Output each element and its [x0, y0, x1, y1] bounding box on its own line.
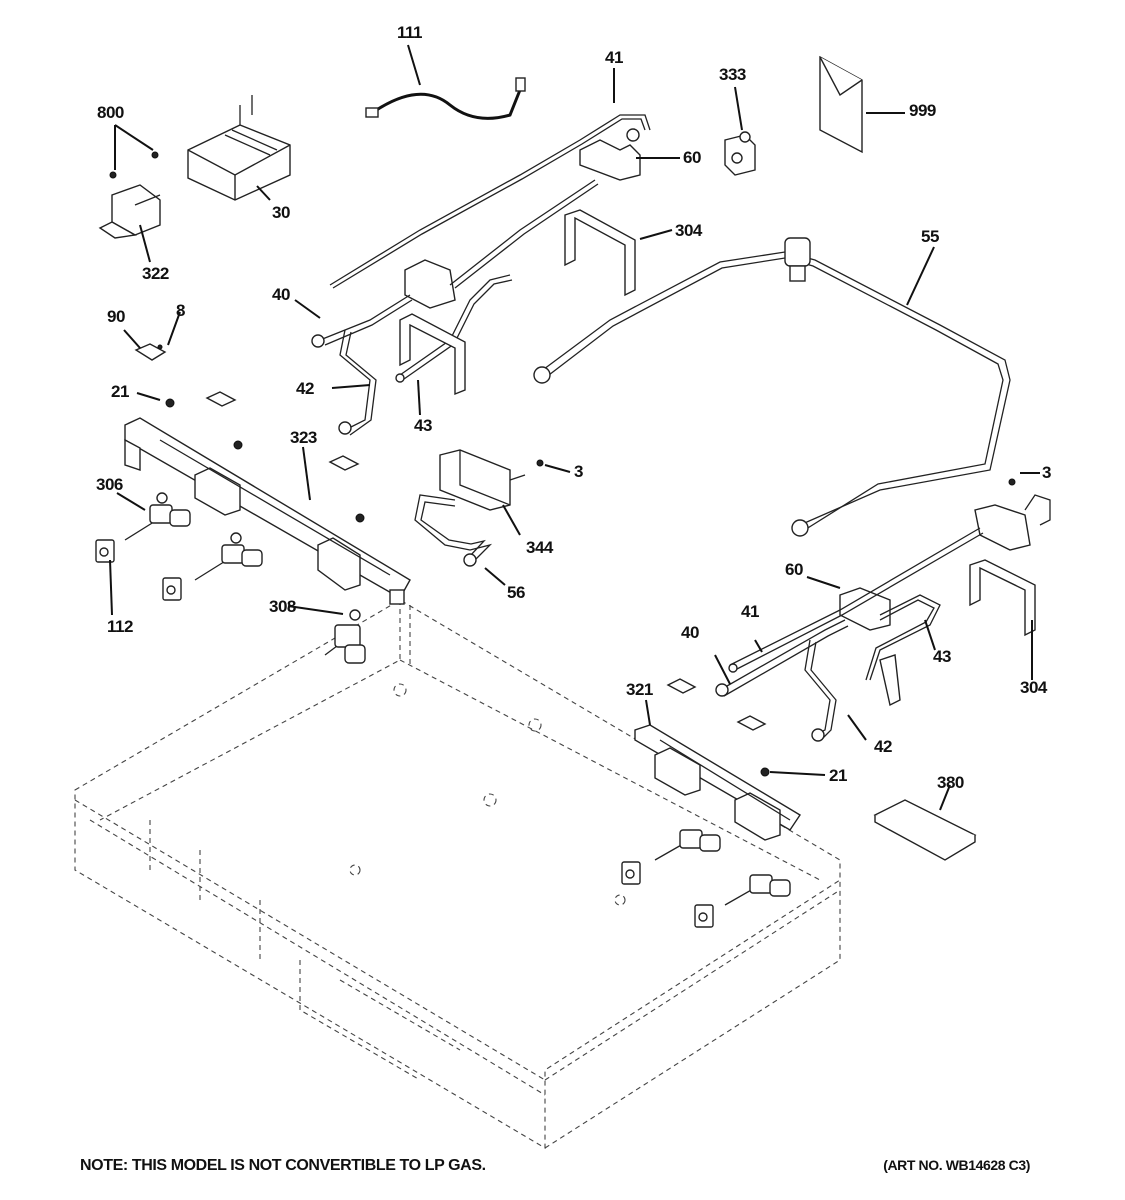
label-304-upper[interactable]: 304	[675, 221, 703, 240]
literature-envelope-999[interactable]	[819, 55, 863, 154]
art-number: (ART NO. WB14628 C3)	[883, 1157, 1030, 1173]
burner-manifold-323[interactable]	[124, 417, 411, 605]
leader-lines	[109, 44, 1040, 811]
label-21-right[interactable]: 21	[829, 766, 847, 785]
bracket-304-upper[interactable]	[564, 209, 636, 297]
bracket-right-mid[interactable]	[879, 654, 901, 707]
clip-left-3[interactable]	[328, 455, 360, 471]
label-43-right[interactable]: 43	[933, 647, 951, 666]
label-321[interactable]: 321	[626, 680, 653, 699]
burner-valve-right-1[interactable]	[654, 829, 721, 861]
label-42-upper[interactable]: 42	[296, 379, 314, 398]
label-306[interactable]: 306	[96, 475, 123, 494]
label-41-upper[interactable]: 41	[605, 48, 623, 67]
burner-valve-left-2[interactable]	[194, 532, 263, 581]
label-323[interactable]: 323	[290, 428, 317, 447]
chassis-outline	[74, 599, 841, 1149]
valve-assembly-right[interactable]	[715, 494, 1051, 742]
valve-assembly-upper[interactable]	[311, 114, 651, 436]
label-42-right[interactable]: 42	[874, 737, 892, 756]
label-21-left[interactable]: 21	[111, 382, 129, 401]
part-labels: 111 41 333 999 800 30 60 322 304 55 40 9…	[96, 23, 1052, 792]
screw-21[interactable]	[165, 398, 365, 523]
label-111[interactable]: 111	[397, 23, 423, 42]
label-60-right[interactable]: 60	[785, 560, 803, 579]
clips-right[interactable]	[536, 459, 1016, 777]
burner-manifold-321[interactable]	[634, 724, 801, 841]
manifold-tube-55[interactable]	[533, 237, 1011, 537]
label-380[interactable]: 380	[937, 773, 964, 792]
label-90[interactable]: 90	[107, 307, 125, 326]
label-308[interactable]: 308	[269, 597, 296, 616]
label-30[interactable]: 30	[272, 203, 290, 222]
label-3-right[interactable]: 3	[1042, 463, 1052, 482]
knob-bracket-112[interactable]	[95, 539, 115, 563]
label-344[interactable]: 344	[526, 538, 554, 557]
knob-bracket-right-2[interactable]	[694, 904, 714, 928]
clip-left-2[interactable]	[205, 391, 237, 407]
label-41-right[interactable]: 41	[741, 602, 759, 621]
junction-box-380[interactable]	[873, 799, 977, 861]
convertibility-note: NOTE: THIS MODEL IS NOT CONVERTIBLE TO L…	[80, 1157, 486, 1174]
burner-valve-308[interactable]	[324, 609, 366, 664]
label-800[interactable]: 800	[97, 103, 124, 122]
burner-valve-right-2[interactable]	[724, 874, 791, 906]
label-8[interactable]: 8	[176, 301, 186, 320]
label-55[interactable]: 55	[921, 227, 939, 246]
label-60-upper[interactable]: 60	[683, 148, 701, 167]
label-322[interactable]: 322	[142, 264, 169, 283]
label-43-upper[interactable]: 43	[414, 416, 432, 435]
clip-90[interactable]	[134, 343, 167, 361]
label-3-left[interactable]: 3	[574, 462, 584, 481]
transformer-322[interactable]	[98, 151, 161, 239]
burner-valve-306[interactable]	[124, 492, 191, 541]
label-56[interactable]: 56	[507, 583, 525, 602]
gas-tube-56[interactable]	[414, 494, 493, 567]
label-40-right[interactable]: 40	[681, 623, 699, 642]
label-333[interactable]: 333	[719, 65, 746, 84]
bracket-304-right[interactable]	[969, 559, 1036, 637]
knob-bracket-left-2[interactable]	[162, 577, 182, 601]
spark-module-30[interactable]	[187, 95, 291, 201]
label-112[interactable]: 112	[107, 617, 133, 636]
pressure-regulator-333[interactable]	[724, 131, 756, 176]
wire-harness-111[interactable]	[365, 77, 526, 120]
igniter-module-344[interactable]	[439, 449, 526, 511]
label-304-right[interactable]: 304	[1020, 678, 1048, 697]
bracket-upper-mid[interactable]	[399, 313, 466, 396]
label-40-upper[interactable]: 40	[272, 285, 290, 304]
knob-bracket-right-1[interactable]	[621, 861, 641, 885]
label-999[interactable]: 999	[909, 101, 936, 120]
